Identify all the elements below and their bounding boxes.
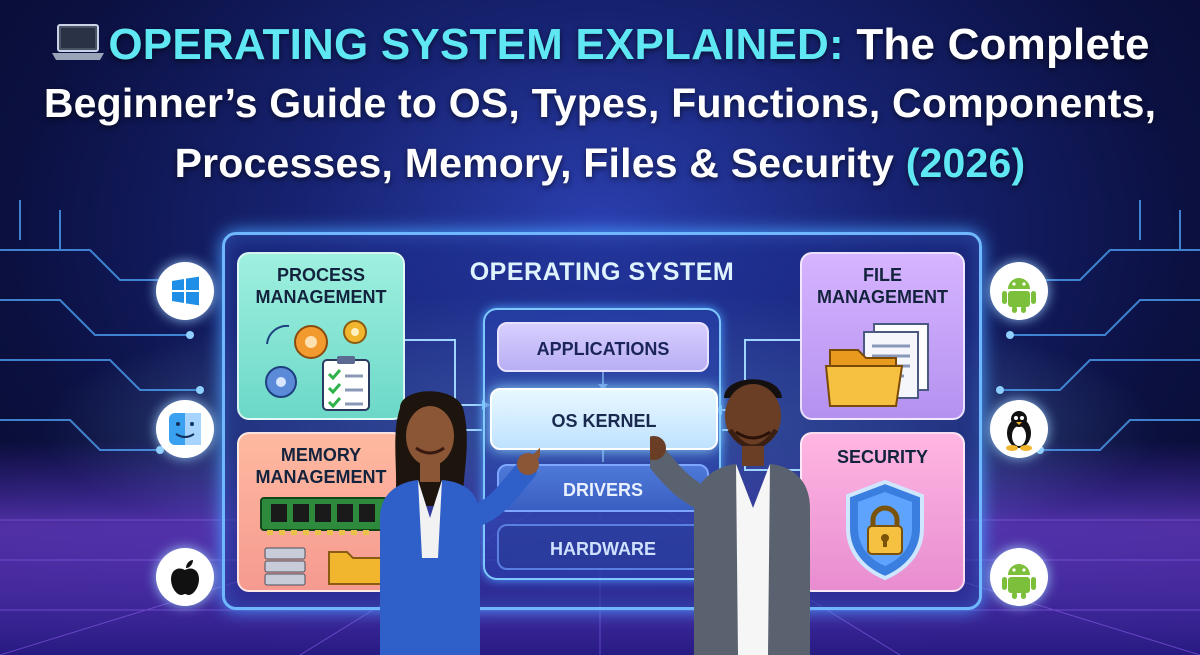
title-line-1: OPERATING SYSTEM EXPLAINED: The Complete bbox=[0, 20, 1200, 74]
android-badge bbox=[990, 548, 1048, 606]
card-label: FILE bbox=[863, 265, 902, 285]
card-label: MEMORY bbox=[280, 445, 362, 465]
memory-management-card: MEMORY MANAGEMENT bbox=[237, 432, 405, 592]
card-label: PROCESS bbox=[276, 265, 366, 285]
linux-badge bbox=[990, 400, 1048, 458]
title-line-2: Beginner’s Guide to OS, Types, Functions… bbox=[43, 80, 1157, 126]
apple-icon bbox=[171, 560, 199, 595]
android-badge bbox=[990, 262, 1048, 320]
title-highlight: OPERATING SYSTEM EXPLAINED: bbox=[108, 20, 844, 69]
windows-icon bbox=[172, 276, 199, 306]
windows-badge bbox=[156, 262, 214, 320]
title-rest: The Complete bbox=[843, 20, 1150, 69]
finder-icon bbox=[169, 413, 201, 445]
security-card: SECURITY bbox=[800, 432, 965, 592]
diagram-heading: OPERATING SYSTEM bbox=[469, 258, 735, 286]
shield-lock-icon bbox=[846, 479, 924, 581]
layer-os-kernel: OS KERNEL bbox=[490, 388, 718, 450]
woman-presenter-illustration bbox=[380, 391, 540, 655]
ram-storage-icon bbox=[260, 497, 388, 586]
finder-badge bbox=[156, 400, 214, 458]
card-label: SECURITY bbox=[836, 447, 928, 467]
card-label: MANAGEMENT bbox=[255, 287, 387, 307]
folder-documents-icon bbox=[824, 323, 929, 407]
apple-badge bbox=[156, 548, 214, 606]
gears-checklist-icon bbox=[265, 320, 370, 411]
android-icon bbox=[1002, 564, 1036, 599]
process-management-card: PROCESS MANAGEMENT bbox=[237, 252, 405, 420]
linux-icon bbox=[1006, 411, 1032, 451]
card-label: MANAGEMENT bbox=[255, 467, 387, 487]
man-presenter-illustration bbox=[650, 379, 810, 655]
title-year: (2026) bbox=[905, 140, 1026, 186]
laptop-icon bbox=[50, 23, 106, 74]
card-label: MANAGEMENT bbox=[817, 287, 948, 307]
title-line-3-text: Processes, Memory, Files & Security bbox=[174, 140, 906, 186]
android-icon bbox=[1002, 278, 1036, 313]
file-management-card: FILE MANAGEMENT bbox=[800, 252, 965, 420]
title-line-3: Processes, Memory, Files & Security (202… bbox=[0, 140, 1200, 187]
layer-applications: APPLICATIONS bbox=[497, 322, 709, 372]
